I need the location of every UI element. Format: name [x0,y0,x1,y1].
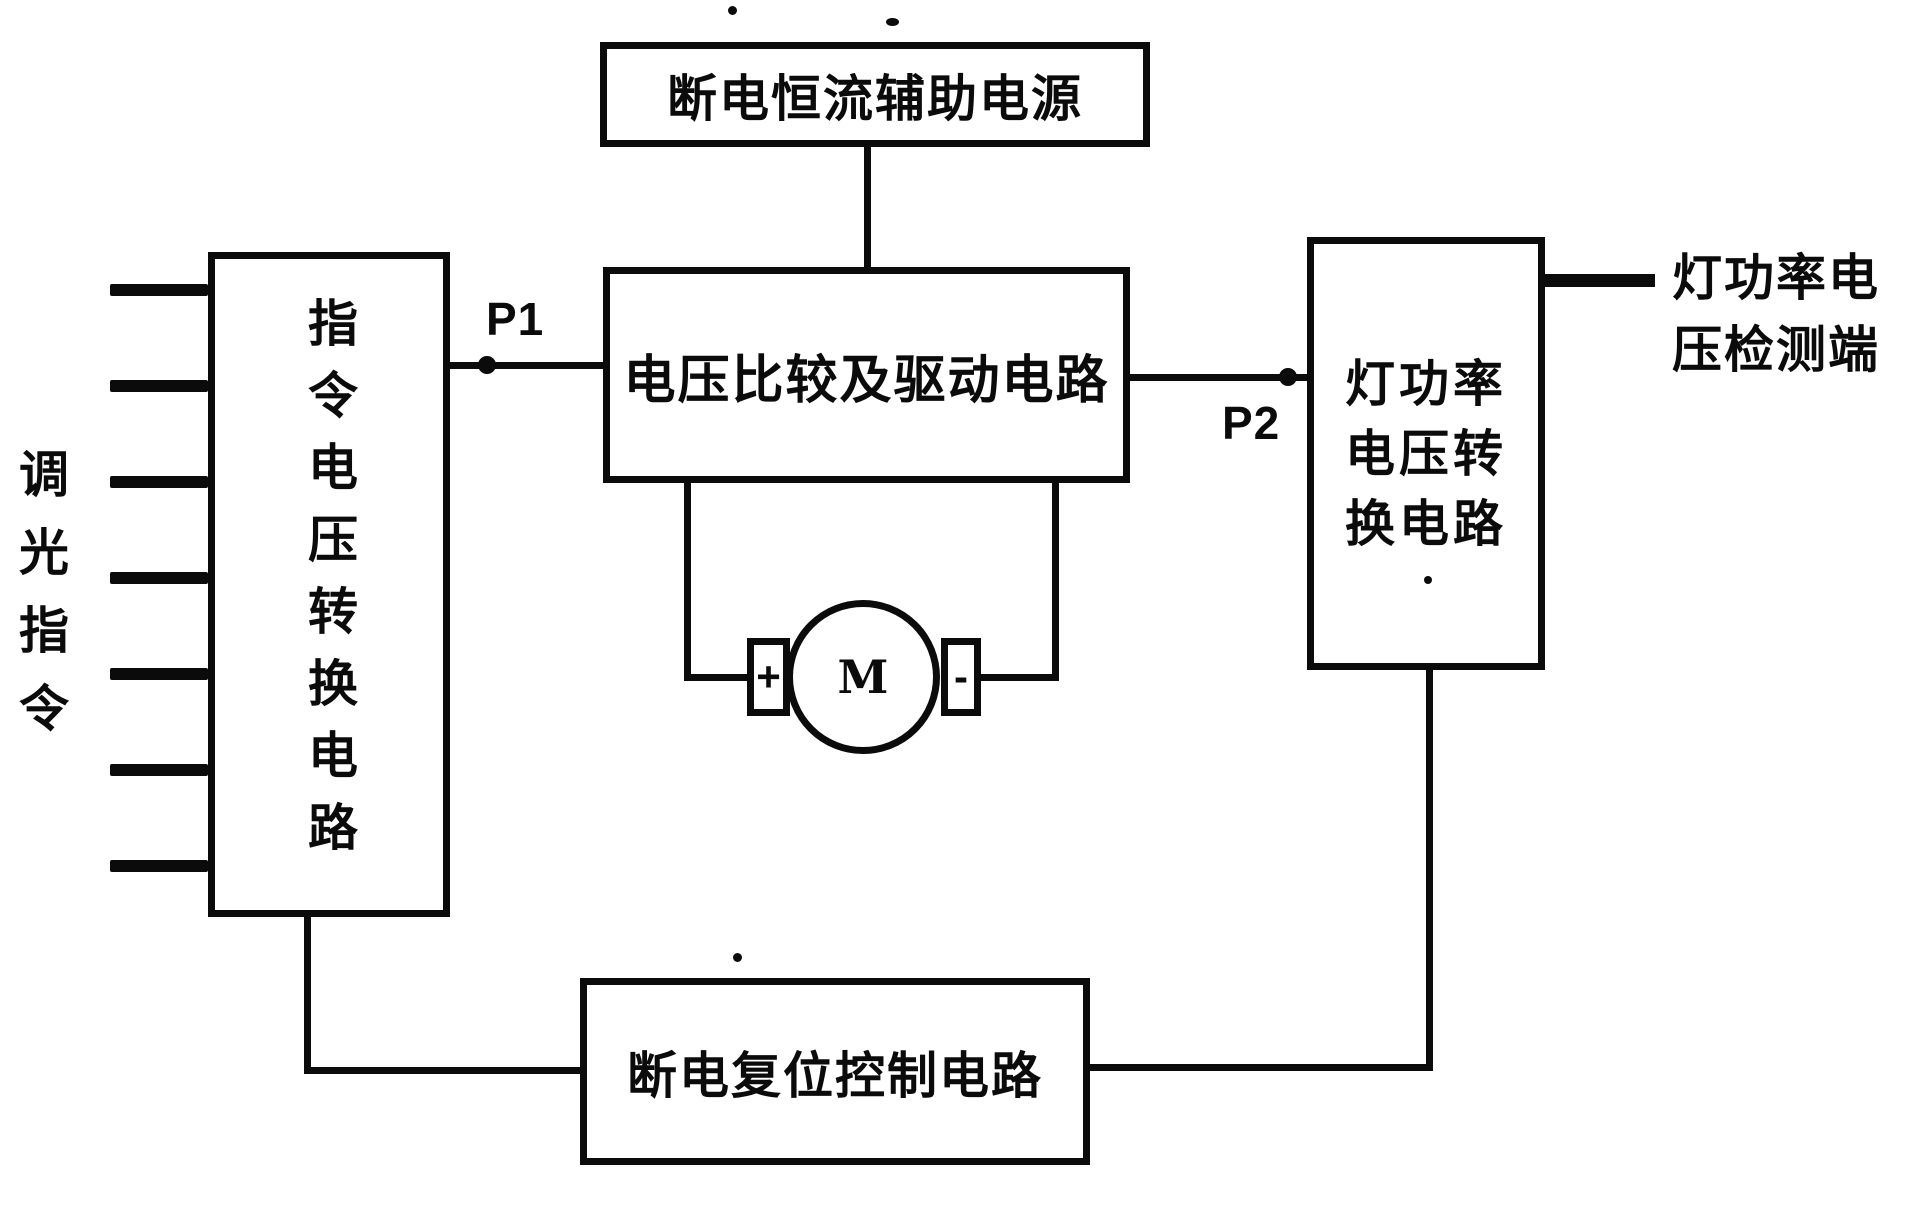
dimming-command-label: 调光指令 [12,448,68,760]
scan-speck [886,18,899,26]
wire-to-reset-left [304,1067,580,1074]
wire-p2 [1130,374,1307,381]
motor-plus-sign: + [756,653,781,700]
block-lamp-power-converter-label-line2: 电压转 [1345,425,1507,482]
lamp-power-detect-label-line2: 压检测端 [1672,322,1880,378]
dimming-input-line [110,572,208,584]
wire-leftbox-down-vertical [304,917,311,1074]
node-p2-dot [1279,368,1297,386]
motor-plus-terminal: + [747,638,790,716]
node-p1-label: P1 [486,293,545,345]
dimming-input-line [110,764,208,776]
dimming-input-line [110,668,208,680]
dimming-input-line [110,476,208,488]
scan-speck [728,6,737,15]
wire-comparator-to-motor-right-vertical [1052,483,1059,681]
node-p1-dot [478,356,496,374]
dimming-input-line [110,380,208,392]
block-lamp-power-converter-label-line3: 换电路 [1345,495,1507,552]
motor-letter: M [837,650,889,704]
wire-motor-plus-lead [684,674,754,681]
wire-rightbox-down-vertical [1426,670,1433,1071]
wire-comparator-to-motor-left-vertical [684,483,691,681]
block-comparator-driver: 电压比较及驱动电路 [603,267,1130,483]
dimming-input-line [110,284,208,296]
scan-speck [733,953,742,962]
wire-motor-minus-lead [975,674,1059,681]
block-lamp-power-converter-label-line1: 灯功率 [1345,355,1507,412]
wire-reset-to-right-horizontal [1090,1064,1433,1071]
block-power-off-reset: 断电复位控制电路 [580,978,1090,1165]
lamp-power-detect-label-line1: 灯功率电 [1672,250,1880,306]
lamp-power-detect-label: 灯功率电 压检测端 [1672,242,1912,386]
dimming-input-line [110,860,208,872]
block-command-voltage-converter-label: 指令电压转换电路 [301,296,357,873]
motor-minus-sign: - [954,653,968,700]
wire-auxpower-to-comparator [864,147,871,267]
block-aux-power: 断电恒流辅助电源 [600,42,1150,147]
motor-symbol: M [786,600,940,754]
block-command-voltage-converter: 指令电压转换电路 [208,252,450,917]
block-power-off-reset-label: 断电复位控制电路 [627,1047,1043,1104]
scan-speck [1424,576,1432,584]
wire-detect-output-stub [1540,274,1655,287]
block-aux-power-label: 断电恒流辅助电源 [667,70,1083,127]
block-lamp-power-converter: 灯功率 电压转 换电路 [1307,237,1545,670]
block-comparator-driver-label: 电压比较及驱动电路 [623,351,1110,410]
wire-p1 [450,362,603,369]
motor-minus-terminal: - [941,638,981,716]
node-p2-label: P2 [1222,397,1281,449]
